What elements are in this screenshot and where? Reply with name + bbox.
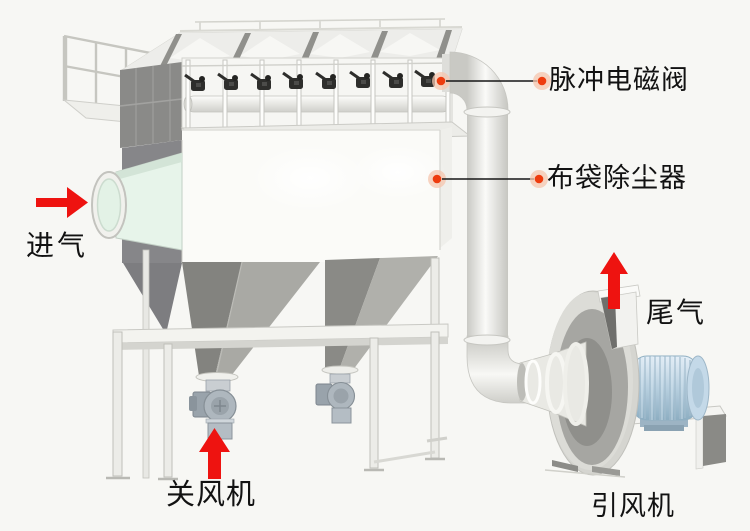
rotary-airlock-arrow-icon: [199, 428, 230, 484]
label-induced-fan: 引风机: [591, 491, 675, 521]
label-rotary-airlock: 关风机: [166, 479, 257, 511]
hopper-rear-flange: [321, 365, 359, 375]
callout-pulse-valve: [432, 72, 551, 90]
callout-bag-filter: [428, 170, 548, 188]
inlet-support-leg: [142, 249, 150, 479]
label-air-inlet: 进气: [26, 230, 89, 261]
body-right-sliver: [440, 127, 452, 248]
rotary-valve-front: [189, 379, 237, 440]
outlet-duct: [442, 51, 553, 404]
label-pulse-valve: 脉冲电磁阀: [549, 65, 689, 95]
air-inlet-arrow-icon: [36, 187, 89, 224]
fan-inlet-cone: [517, 341, 589, 427]
support-frame: [106, 257, 449, 481]
label-exhaust-gas: 尾气: [646, 297, 707, 328]
exhaust-arrow-icon: [600, 252, 628, 314]
rotary-valve-rear: [315, 373, 356, 424]
label-bag-filter: 布袋除尘器: [547, 163, 687, 193]
body-left-hopper-face: [123, 263, 182, 334]
inlet-duct: [91, 152, 183, 479]
hoppers: [182, 256, 438, 382]
fan-motor: [631, 355, 710, 431]
